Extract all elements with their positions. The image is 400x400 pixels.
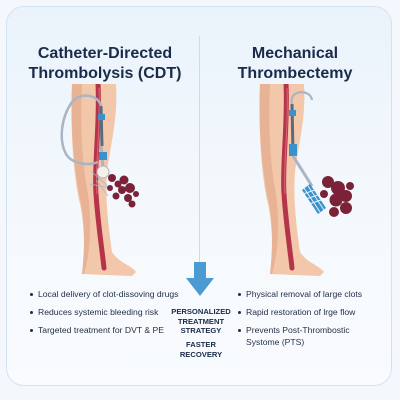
thrombectomy-benefits-list: Physical removal of large clots Rapid re… — [238, 288, 380, 354]
cdt-leg-illustration — [60, 84, 139, 276]
thrombectomy-leg-illustration — [259, 84, 354, 276]
catheter-icon — [60, 94, 110, 179]
cdt-benefits-list: Local delivery of clot-dissoving drugs R… — [30, 288, 180, 342]
clot-icon — [320, 176, 354, 217]
cdt-title: Catheter-Directed Thrombolysis (CDT) — [28, 45, 182, 82]
list-item: Physical removal of large clots — [238, 288, 380, 300]
list-item: Rapid restoration of lrge flow — [238, 306, 380, 318]
catheter-icon — [289, 91, 314, 187]
clot-icon — [107, 174, 139, 208]
retrieval-device-icon — [302, 184, 326, 214]
treatment-strategy-label: PERSONALIZED TREATMENT STRATEGY — [171, 307, 231, 336]
center-divider — [199, 36, 200, 262]
list-item: Reduces systemic bleeding risk — [30, 306, 180, 318]
list-item: Targeted treatment for DVT & PE — [30, 324, 180, 336]
thrombectomy-title: Mechanical Thrombectemy — [237, 45, 353, 82]
list-item: Prevents Post-Thrombostic Systome (PTS) — [238, 324, 380, 348]
list-item: Local delivery of clot-dissoving drugs — [30, 288, 180, 300]
down-arrow-icon — [186, 262, 214, 296]
faster-recovery-label: FASTER RECOVERY — [179, 340, 223, 359]
